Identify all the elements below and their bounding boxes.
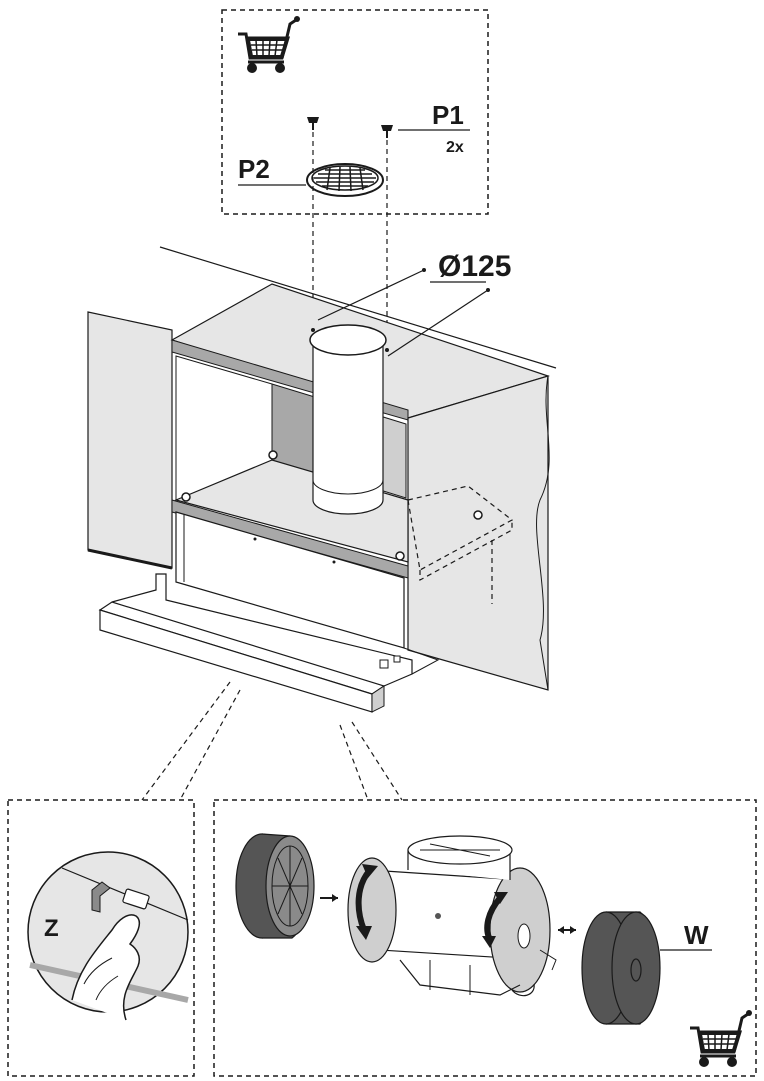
carbon-filter-left: [235, 833, 315, 939]
motor-unit: [347, 835, 557, 997]
duct-opening: [309, 324, 387, 356]
rotate-arrow-left: [355, 868, 373, 932]
pull-out-drawer: [98, 573, 440, 713]
grille-p2: [306, 163, 384, 197]
exhaust-duct: [312, 339, 384, 515]
shopping-cart-icon: [688, 1008, 754, 1069]
cabinet-left-side: [87, 311, 173, 569]
detail-box-filters: [213, 799, 757, 1077]
screw-right: [381, 125, 393, 138]
cabinet-right-side: [407, 375, 549, 691]
zoom-circle-release: [27, 851, 189, 1021]
detail-box-release-button: [7, 799, 195, 1077]
label-w: W: [684, 920, 709, 950]
label-diameter: Ø125: [438, 250, 511, 283]
label-p1: P1: [432, 100, 464, 130]
screw-left: [307, 117, 319, 130]
shopping-cart-icon: [236, 14, 302, 75]
label-p2: P2: [238, 154, 270, 184]
label-p1-quantity: 2x: [446, 139, 464, 156]
carbon-filter-right: [581, 911, 661, 1025]
accessory-box-top: [221, 9, 489, 215]
label-z: Z: [44, 915, 59, 942]
